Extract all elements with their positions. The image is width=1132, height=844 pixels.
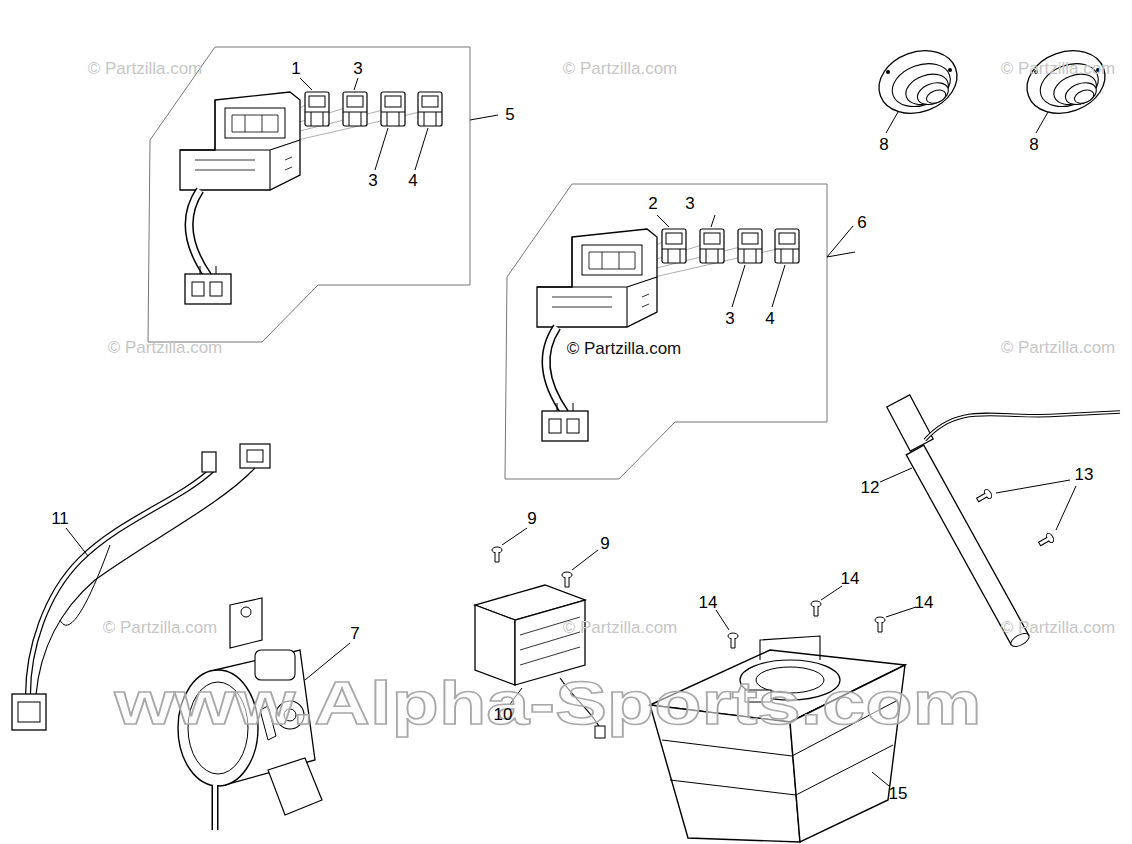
fuel-level-sensor-part	[975, 488, 993, 504]
throttle-body-part	[268, 758, 322, 815]
wire-harness-part	[12, 694, 46, 730]
callout-number: 8	[1029, 136, 1038, 153]
wire-harness-part	[28, 470, 212, 695]
callout-number: 14	[699, 594, 718, 611]
watermark: © Partzilla.com	[563, 619, 678, 636]
fuel-level-sensor-part	[996, 480, 1070, 493]
callout-number: 14	[915, 594, 934, 611]
callout-number: 14	[841, 570, 860, 587]
fuel-tank-part	[728, 633, 738, 648]
speakers	[870, 40, 1114, 133]
fuel-level-sensor	[880, 395, 1120, 649]
wire-harness-part	[18, 702, 40, 722]
relay-module-part	[492, 547, 502, 562]
fuse-box-5	[148, 47, 498, 342]
watermark: © Partzilla.com	[1001, 339, 1116, 356]
relay-module-part	[562, 572, 572, 587]
fuel-tank-part	[872, 772, 889, 786]
callout-number: 6	[857, 214, 866, 231]
speakers-part	[1018, 40, 1114, 124]
wire-harness-part	[247, 450, 263, 462]
callout-number: 9	[600, 535, 609, 552]
fuel-tank-part	[886, 607, 916, 617]
callout-number: 15	[889, 785, 908, 802]
fuel-tank-part	[811, 601, 821, 616]
watermark: © Partzilla.com	[563, 60, 678, 77]
callout-number: 3	[368, 172, 377, 189]
watermark: © Partzilla.com	[1001, 619, 1116, 636]
speakers-part	[886, 112, 898, 133]
watermark: © Partzilla.com	[103, 619, 218, 636]
callout-number: 12	[861, 479, 880, 496]
callout-number: 3	[685, 195, 694, 212]
relay-module-part	[502, 528, 527, 545]
wire-harness-part	[36, 468, 255, 695]
watermark: © Partzilla.com	[1001, 60, 1116, 77]
callout-number: 2	[648, 195, 657, 212]
throttle-body-part	[241, 607, 251, 617]
callout-number: 4	[765, 310, 774, 327]
callout-number: 8	[879, 136, 888, 153]
watermark: © Partzilla.com	[88, 60, 203, 77]
callout-number: 3	[725, 310, 734, 327]
speakers-part	[870, 40, 966, 124]
fuel-level-sensor-part	[1056, 486, 1076, 530]
relay-module-part	[572, 550, 598, 570]
callout-number: 4	[408, 172, 417, 189]
throttle-body-part	[213, 785, 217, 830]
fuel-level-sensor-part	[1037, 532, 1055, 548]
speakers-part	[1036, 112, 1048, 133]
fuel-level-sensor-part	[887, 395, 933, 451]
fuel-tank-part	[875, 617, 885, 632]
watermark: © Partzilla.com	[108, 339, 223, 356]
wire-harness-part	[60, 545, 110, 625]
wire-harness-part	[240, 444, 270, 468]
fuel-tank-part	[716, 610, 729, 630]
fuel-tank-part	[760, 636, 820, 660]
callout-number: 9	[527, 510, 536, 527]
callout-number: 13	[1075, 466, 1094, 483]
fuse-box-6	[505, 184, 855, 479]
watermark: © Partzilla.com	[567, 340, 682, 357]
callout-number: 11	[51, 510, 69, 527]
fuel-level-sensor-part	[925, 412, 1120, 440]
wire-harness-part	[202, 452, 216, 472]
fuel-level-sensor-part	[880, 468, 912, 482]
fuel-level-sensor-part	[925, 412, 1120, 440]
wire-harness-part	[28, 470, 212, 695]
watermark-banner: www.Alpha-Sports.com	[115, 672, 982, 734]
throttle-body-part	[230, 598, 262, 648]
wire-harness-part	[66, 528, 88, 556]
callout-number: 1	[291, 60, 300, 77]
fuel-tank-part	[821, 586, 842, 600]
callout-number: 3	[353, 60, 362, 77]
fuel-level-sensor-part	[906, 445, 1029, 645]
callout-number: 7	[350, 625, 359, 642]
callout-number: 5	[505, 106, 514, 123]
throttle-body-part	[212, 785, 219, 830]
leader-line	[827, 226, 853, 257]
callout-number: 10	[494, 706, 513, 723]
